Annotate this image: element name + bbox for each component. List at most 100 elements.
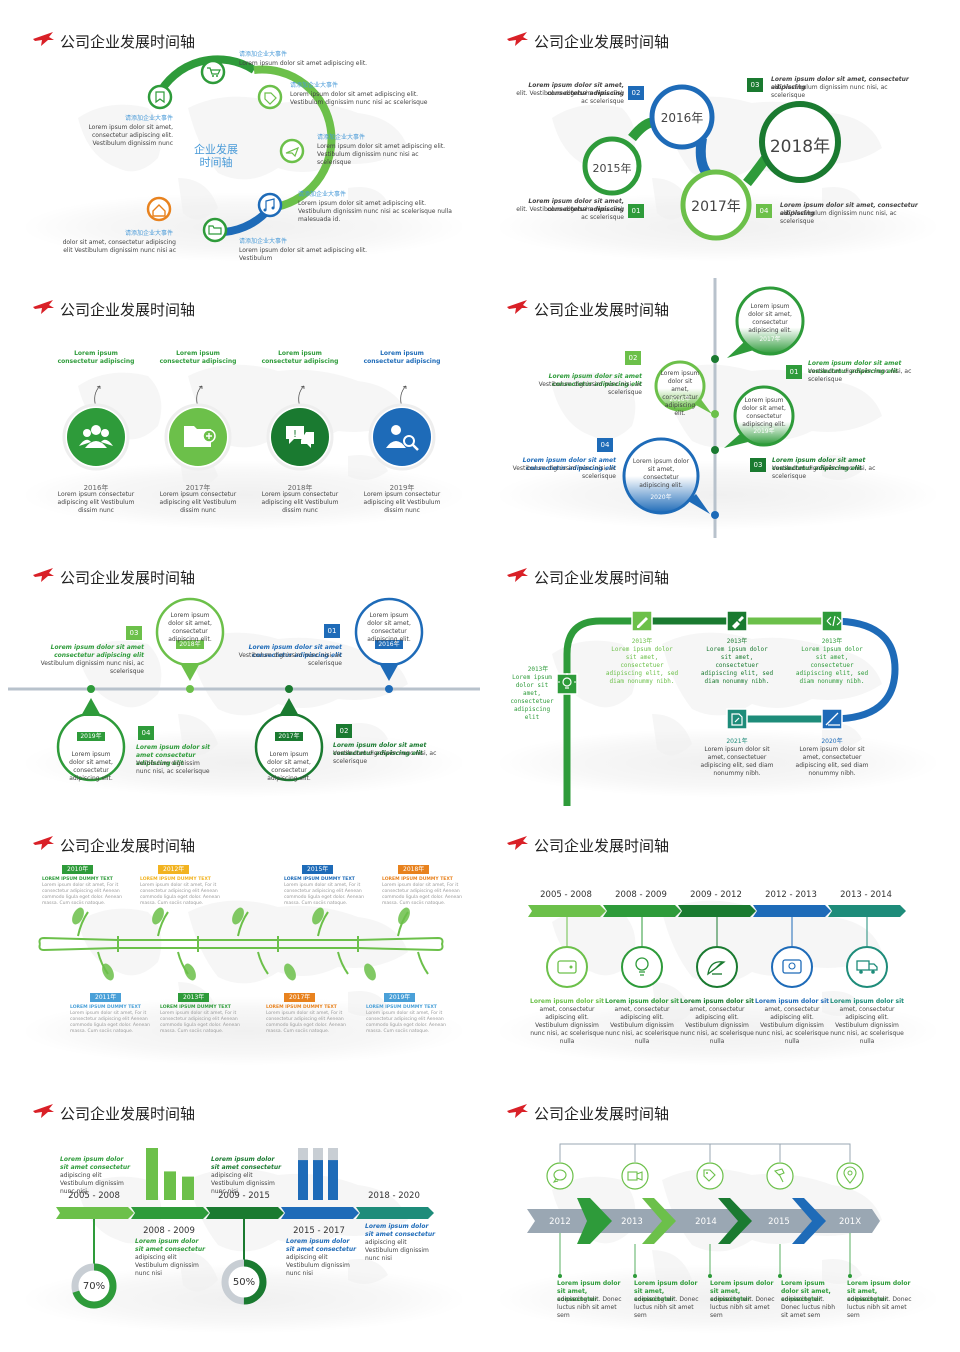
side-text: Vestibulum dignissim nunc nisi, ac scele… (40, 660, 144, 675)
bubble-text: Lorem ipsum dolor sit amet, consectetur … (742, 397, 786, 428)
item-body: amet, consectetur adipiscing elit. Vesti… (605, 1006, 679, 1045)
item-body: adipiscing elit Vestibulum dignissim nun… (365, 1239, 429, 1262)
item-body: adipiscing elit. Donec luctus nibh sit a… (781, 1296, 836, 1319)
bubble-text: Lorem ipsum dolor sit amet, consectetur … (632, 458, 690, 489)
airplane-icon (33, 836, 54, 850)
item-body: adipiscing elit Vestibulum dignissim nun… (60, 1172, 124, 1195)
pin-year: 2019年 (80, 733, 102, 740)
item-body: Lorem ipsum dolor sit amet, For it conse… (70, 1011, 150, 1034)
chevron-timeline (527, 1143, 880, 1278)
item-body: Lorem ipsum dolor sit amet, For it conse… (382, 883, 462, 906)
item-head: LOREM IPSUM DUMMY TEXT (266, 1005, 337, 1010)
monitor-icon (782, 959, 802, 974)
side-text: Vestibulum dignissim nunc nisi, ac scele… (538, 381, 642, 396)
side-text: Vestibulum dignissim nunc nisi, ac scele… (808, 368, 912, 383)
bubble-year: 2020年 (650, 494, 672, 501)
airplane-icon (33, 1104, 54, 1118)
item-head: LOREM IPSUM DUMMY TEXT (366, 1005, 437, 1010)
bar-blue (313, 1160, 323, 1200)
bubble-year: 2017年 (759, 336, 781, 343)
page-title: 公司企业发展时间轴 (534, 569, 670, 587)
side-text: Vestibulum dignissim nunc nisi, ac scele… (772, 465, 876, 480)
side-text: Lorem ipsum dolor sit amet consectetur a… (772, 457, 866, 472)
item-head: Lorem ipsum consectetur adipiscing (363, 350, 441, 365)
item-head: Lorem ipsum consectetur adipiscing (261, 350, 339, 365)
lightbulb-icon (635, 957, 649, 976)
bubble-year: 2016年 (669, 396, 691, 403)
item-head: Lorem ipsum dolor sit (755, 998, 829, 1005)
item-text: Lorem ipsum dolor sit amet, consectetur … (528, 82, 624, 97)
world-map-watermark (552, 364, 882, 488)
item-head: Lorem ipsum dolor sit amet, consectetur (847, 1280, 911, 1303)
side-text: Vestibulum dignissim nunc nisi, ac scele… (136, 760, 210, 775)
mixed-timeline (56, 1148, 434, 1309)
number-badge: 01 (786, 365, 802, 379)
item-text: Lorem ipsum dolor sit amet, consectetur … (780, 202, 918, 217)
range-label: 2018 - 2020 (368, 1191, 420, 1201)
event-body: dolor sit amet, consectetur adipiscing e… (62, 239, 176, 254)
year-tag: 2019年 (384, 993, 416, 1002)
donut-arc (71, 1263, 117, 1309)
home-icon (152, 204, 166, 217)
circle-timeline (146, 55, 336, 243)
tag-icon (703, 1169, 716, 1182)
year-tag: 2018年 (398, 865, 430, 874)
center-label-line-2: 时间轴 (199, 156, 233, 169)
satellite-dish-icon (707, 961, 726, 976)
step-text: Lorem ipsum dolor sit amet, consectetuer… (700, 646, 774, 685)
range-label: 2012 - 2013 (765, 890, 817, 900)
step-year: 2020年 (821, 738, 843, 745)
item-head: Lorem ipsum dolor sit amet consectetur (211, 1156, 282, 1171)
number-badge: 03 (750, 458, 766, 472)
side-text: Lorem ipsum dolor sit amet consectetur a… (248, 644, 342, 659)
slide-5: 公司企业发展时间轴 Lorem ipsum dolor sit amet, co… (8, 544, 480, 806)
side-text: Lorem ipsum dolor sit amet consectetur a… (333, 742, 427, 757)
item-body: adipiscing elit. Donec luctus nibh sit a… (847, 1296, 912, 1319)
side-text: Lorem ipsum dolor sit amet consectetur a… (136, 744, 210, 767)
bar-green (164, 1171, 176, 1200)
donut-label: 50% (232, 1277, 256, 1288)
step-year: 2013年 (726, 638, 748, 645)
video-icon (627, 1171, 643, 1181)
bubble-year: 2019年 (753, 428, 775, 435)
item-head: Lorem ipsum dolor sit amet, consectetur (710, 1280, 774, 1303)
item-head: LOREM IPSUM DUMMY TEXT (70, 1005, 141, 1010)
item-head: LOREM IPSUM DUMMY TEXT (160, 1005, 231, 1010)
item-body: Lorem ipsum dolor sit amet, For it conse… (266, 1011, 346, 1034)
year-tag: 2017年 (284, 993, 316, 1002)
slide-2: 公司企业发展时间轴 2015年 2016年 2017年 2018年 02 Lor… (482, 8, 954, 270)
item-body: Lorem ipsum consectetur adipiscing elit … (363, 491, 441, 514)
step-year: 2013年 (631, 638, 653, 645)
location-pin-icon (843, 1166, 857, 1184)
horizontal-pin-timeline (8, 597, 480, 782)
item-text: Lorem ipsum dolor sit amet, consectetur … (771, 76, 909, 91)
page-title: 公司企业发展时间轴 (534, 33, 670, 51)
bamboo-timeline (38, 907, 444, 981)
page-title: 公司企业发展时间轴 (534, 837, 670, 855)
world-map-watermark (552, 632, 882, 756)
range-label: 2015 - 2017 (293, 1226, 345, 1236)
drafting-icon (825, 712, 840, 726)
bar-blue (298, 1160, 308, 1200)
event-body: Lorem ipsum dolor sit amet adipiscing el… (298, 200, 452, 223)
item-body: adipiscing elit. Donec luctus nibh sit a… (710, 1296, 775, 1319)
airplane-icon (507, 1104, 528, 1118)
range-label: 2005 - 2008 (540, 890, 592, 900)
svg-text:!: ! (293, 429, 297, 440)
number-badge: 01 (628, 204, 644, 218)
year-tag: 2011年 (90, 993, 122, 1002)
airplane-icon (507, 32, 528, 46)
item-text: elit. Vestibulum dignissim nunc nisi, ac… (780, 210, 897, 225)
item-text: elit. Vestibulum dignissim nunc nisi, ac… (771, 84, 888, 99)
number-badge: 01 (324, 624, 340, 638)
step-text: Lorem ipsum dolor sit amet, consectetuer… (700, 746, 774, 777)
side-text: Lorem ipsum dolor sit amet consectetur a… (50, 644, 144, 659)
item-year: 2019年 (389, 484, 415, 492)
item-head: Lorem ipsum dolor sit amet consectetur (286, 1238, 357, 1253)
item-text: Lorem ipsum dolor sit amet, consectetur … (528, 198, 624, 213)
item-body: Lorem ipsum dolor sit amet, For it conse… (160, 1011, 240, 1034)
bubble-text: Lorem ipsum dolor sit amet, consectetur … (748, 303, 792, 334)
item-body: Lorem ipsum dolor sit amet, For it conse… (284, 883, 364, 906)
year-label: 2018年 (769, 137, 831, 157)
item-head: LOREM IPSUM DUMMY TEXT (42, 877, 113, 882)
